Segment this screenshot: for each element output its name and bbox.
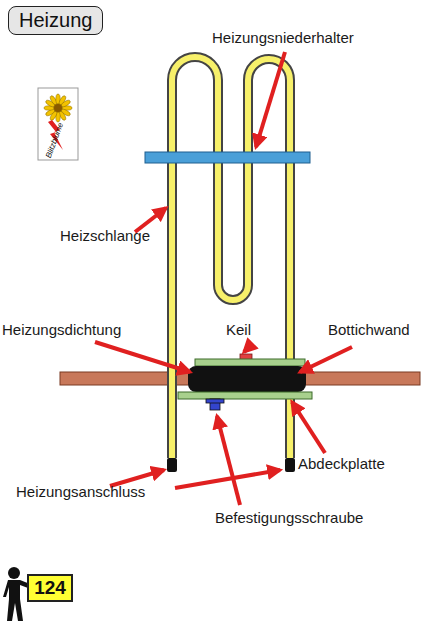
terminal bbox=[167, 458, 177, 472]
part-label: Heizungsanschluss bbox=[16, 484, 145, 501]
leader-arrows bbox=[95, 52, 352, 505]
page-number: 124 bbox=[34, 577, 66, 599]
title-box: Heizung bbox=[8, 6, 103, 35]
cover-plate bbox=[178, 392, 312, 399]
hold-down-bar bbox=[145, 152, 310, 163]
title-text: Heizung bbox=[19, 9, 92, 31]
heater-seal bbox=[188, 366, 306, 392]
person-figure bbox=[3, 567, 30, 621]
part-label: Keil bbox=[226, 322, 251, 339]
wedge-plate bbox=[195, 359, 305, 366]
part-label: Befestigungsschraube bbox=[215, 510, 363, 527]
part-label: Heizungsdichtung bbox=[2, 322, 121, 339]
part-label: Heizschlange bbox=[60, 228, 150, 245]
part-label: Abdeckplatte bbox=[298, 456, 385, 473]
logo bbox=[38, 88, 78, 160]
terminal bbox=[285, 458, 295, 472]
page-number-sign: 124 bbox=[27, 574, 73, 602]
part-label: Heizungsniederhalter bbox=[212, 30, 354, 47]
part-label: Bottichwand bbox=[328, 322, 410, 339]
